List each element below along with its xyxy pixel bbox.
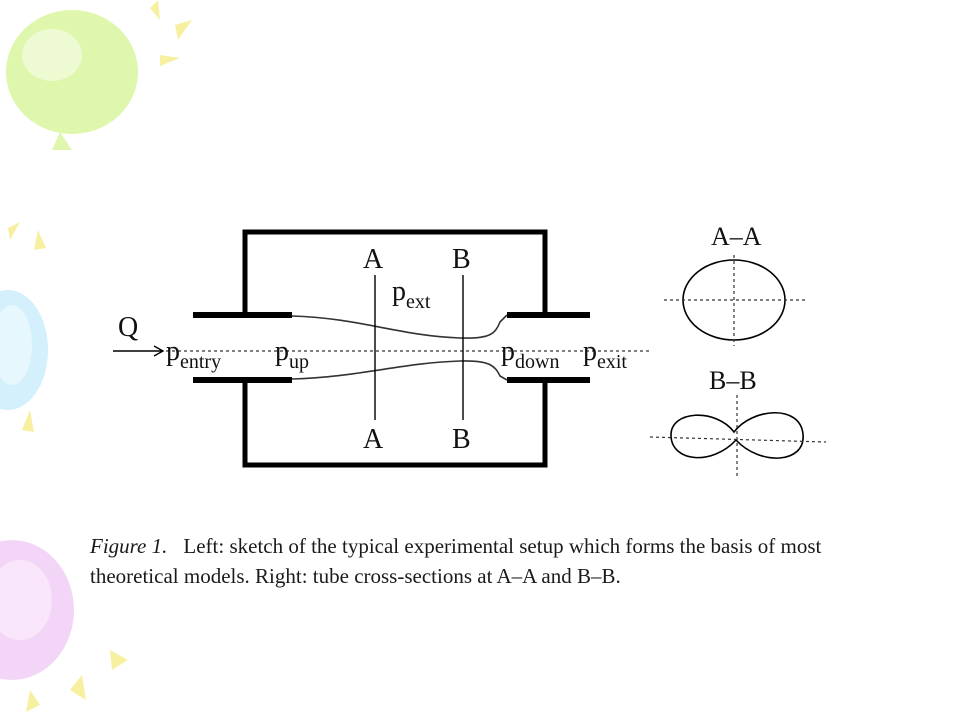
section-a-top-label: A — [363, 244, 384, 275]
cross-section-aa: A–A — [664, 222, 808, 346]
pressure-exit-label: pexit — [583, 336, 627, 373]
cross-section-aa-title: A–A — [711, 222, 762, 251]
flow-arrow-icon — [113, 345, 165, 357]
cross-section-bb: B–B — [649, 366, 827, 478]
chamber-box — [242, 229, 548, 468]
pressure-down-label: pdown — [501, 336, 559, 373]
pressure-ext-label: pext — [392, 276, 431, 313]
section-b-top-label: B — [452, 244, 471, 275]
cross-section-bb-title: B–B — [709, 366, 757, 395]
pressure-up-label: pup — [275, 336, 309, 373]
section-b-bottom-label: B — [452, 424, 471, 455]
balloon-blue-icon — [0, 290, 48, 410]
figure-caption-text: Left: sketch of the typical experimental… — [90, 534, 822, 588]
collapsible-tube — [291, 314, 508, 381]
pressure-entry-label: pentry — [166, 336, 221, 373]
balloon-green-icon — [6, 10, 138, 150]
figure-caption-label: Figure 1. — [90, 534, 168, 558]
sparkle-icon — [8, 0, 192, 712]
figure-caption: Figure 1.Left: sketch of the typical exp… — [90, 531, 890, 591]
section-a-bottom-label: A — [363, 424, 384, 455]
balloon-pink-icon — [0, 540, 74, 680]
tube-pipes — [193, 312, 590, 383]
flow-label: Q — [118, 312, 138, 343]
